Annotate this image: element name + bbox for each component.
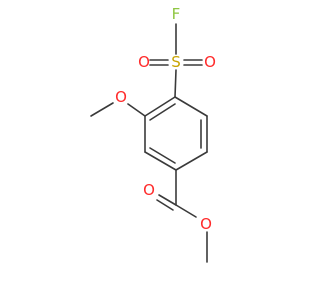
atom-ester-ether-oxygen: O (200, 215, 212, 233)
bond-c6-o-methoxy (127, 103, 146, 117)
ring-bond-c3-c4 (175, 151, 208, 171)
atom-methoxy-oxygen: O (115, 88, 127, 106)
benzene-ring (144, 96, 208, 171)
atom-fluorine: F (172, 5, 181, 23)
bond-c1-s (174, 69, 177, 98)
bond-carbonyl-c-o-ether (175, 204, 197, 218)
sulfonyl-fluoride-group (149, 23, 203, 98)
methyl-ester-group (156, 169, 208, 263)
ring-bond-c4-c5-inner (149, 147, 176, 164)
atom-ester-carbonyl-oxygen: O (143, 181, 155, 199)
molecule-diagram: F S O O O O O (90, 5, 216, 263)
atom-sulfonyl-oxygen-right: O (204, 53, 216, 71)
atom-sulfur: S (171, 53, 181, 71)
bond-carbonyl-c-o-double-b (156, 199, 174, 211)
ring-bond-c4-c5 (144, 151, 177, 171)
ring-bond-c1-c2 (174, 96, 208, 117)
structure-svg: F S O O O O O (90, 5, 216, 263)
bond-carbonyl-c-o-double-a (158, 194, 177, 206)
ring-bond-c6-c1-inner (149, 103, 176, 121)
bond-o-methyl (90, 102, 114, 117)
atom-labels: F S O O O O O (115, 5, 216, 233)
ring-bond-c6-c1 (144, 96, 176, 117)
atom-sulfonyl-oxygen-left: O (138, 53, 150, 71)
methoxy-group (90, 102, 146, 117)
